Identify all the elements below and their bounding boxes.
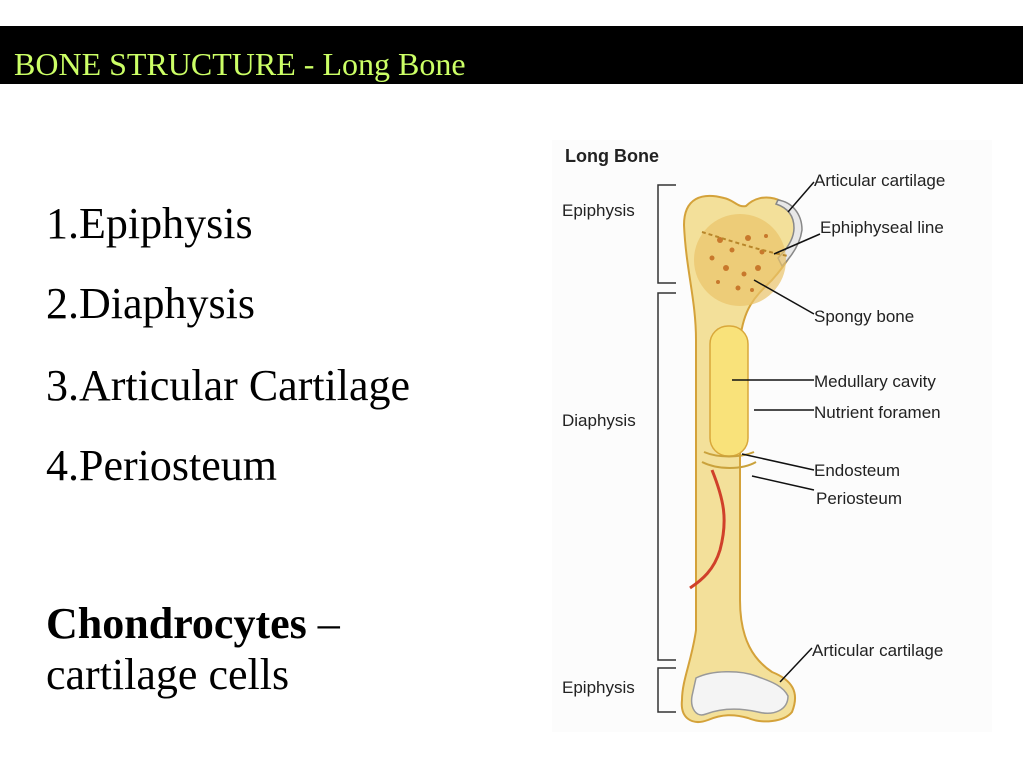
epiphyseal-line: [701, 231, 789, 257]
label-articular-cartilage-bottom: Articular cartilage: [812, 641, 943, 660]
bone-shape: [680, 194, 801, 723]
label-epiphysis-top: Epiphysis: [562, 201, 635, 220]
list-item-epiphysis: 1.Epiphysis: [46, 199, 253, 248]
label-medullary-cavity: Medullary cavity: [814, 372, 936, 391]
label-epiphyseal-line: Ephiphyseal line: [820, 218, 944, 237]
epiphysis-top-bracket: [657, 184, 676, 284]
chondrocytes-dash: –: [306, 599, 340, 648]
label-spongy-bone: Spongy bone: [814, 307, 914, 326]
label-articular-cartilage-top: Articular cartilage: [814, 171, 945, 190]
label-diaphysis: Diaphysis: [562, 411, 636, 430]
diaphysis-bracket: [657, 292, 676, 661]
blood-vessel: [689, 469, 726, 590]
diagram-heading: Long Bone: [565, 146, 659, 166]
medullary-cavity: [709, 325, 749, 457]
label-periosteum: Periosteum: [816, 489, 902, 508]
chondrocytes-meaning: cartilage cells: [46, 650, 290, 699]
list-item-diaphysis: 2.Diaphysis: [46, 279, 255, 328]
label-nutrient-foramen: Nutrient foramen: [814, 403, 941, 422]
title-bar: [0, 26, 1023, 84]
slide-title: BONE STRUCTURE - Long Bone: [14, 46, 466, 82]
spongy-bone-pores: [709, 234, 768, 292]
spongy-bone-region: [694, 214, 786, 306]
label-endosteum: Endosteum: [814, 461, 900, 480]
chondrocytes-term: Chondrocytes: [46, 599, 307, 648]
chondrocytes-definition: Chondrocytes – cartilage cells: [46, 598, 340, 700]
endosteum-band: [703, 451, 755, 458]
list-item-articular-cartilage: 3.Articular Cartilage: [46, 361, 411, 410]
long-bone-diagram: Long Bone Epiphysis Diaphysis Epiphysis …: [552, 140, 992, 732]
leader-lines: [732, 181, 821, 683]
articular-cartilage-bottom: [690, 671, 789, 716]
epiphysis-bottom-bracket: [657, 667, 676, 713]
list-item-periosteum: 4.Periosteum: [46, 441, 277, 490]
label-epiphysis-bottom: Epiphysis: [562, 678, 635, 697]
